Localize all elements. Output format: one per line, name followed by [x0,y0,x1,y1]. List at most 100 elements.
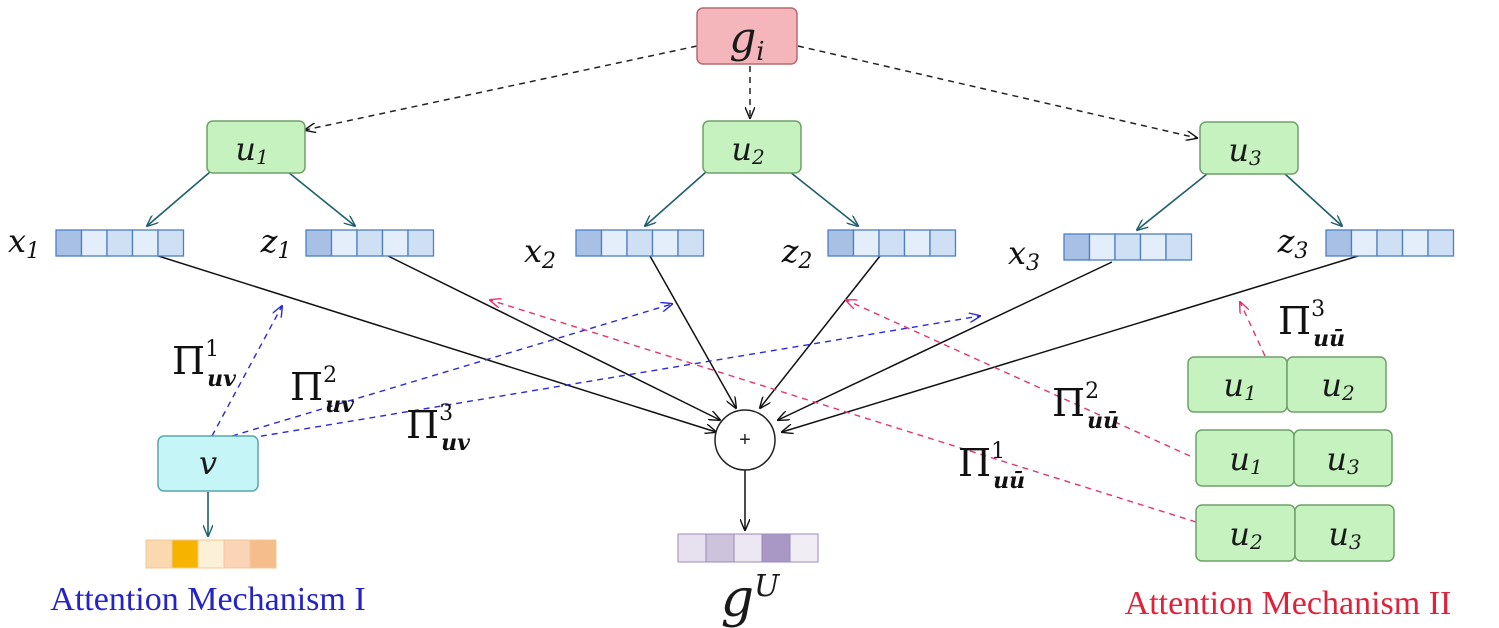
user-pair-2: u1 u3 [1195,429,1393,487]
embed-x1-sub: 1 [26,239,40,264]
caption-attention-2: Attention Mechanism II [1125,585,1452,622]
attn-bar-cell [145,539,173,569]
plus-symbol: + [739,429,751,451]
embed-z2: z2 [781,229,957,274]
embedding-cell [1401,229,1429,257]
user-node-2-sub: 2 [751,145,765,169]
embedding-cell [407,229,435,257]
pair-2-right-label: u [1326,440,1347,478]
embedding-cell [55,229,83,257]
attention-1-arrows [211,304,980,439]
embed-x2: x2 [524,229,705,274]
user-pair-1: u1 u2 [1187,356,1387,413]
user-node-1-label: u [235,130,256,168]
user-node-2: u2 [702,120,802,174]
attn-bar-cell [249,539,277,569]
embed-z3: z3 [1277,222,1455,264]
embedding-cell [677,229,705,257]
embed-x1-var: x [8,222,26,260]
arrow-x2-plus [649,255,736,408]
user-node-1-sub: 1 [256,145,269,169]
v-node: v [157,435,259,492]
svg-text:u1: u1 [1229,440,1262,479]
embed-x2-var: x [524,232,542,270]
pair-1-right-label: u [1321,366,1342,404]
embedding-cell [157,229,185,257]
embedding-cell [651,229,679,257]
attention-weight-vector [145,539,277,569]
embedding-cell [903,229,931,257]
svg-text:x2: x2 [524,232,556,274]
arrow-z3-plus [782,255,1359,432]
embed-x2-sub: 2 [541,249,556,274]
embedding-cell [330,229,358,257]
pair-3-right-label: u [1328,515,1349,553]
svg-text:u3: u3 [1326,440,1359,479]
group-node-label: g [729,13,756,62]
embed-x3: x3 [1008,233,1193,276]
svg-text:u1: u1 [1223,366,1256,405]
group-embedding-vector [677,533,819,563]
svg-text:z2: z2 [781,232,813,274]
embed-x3-sub: 3 [1026,251,1040,276]
user-node-3-sub: 3 [1249,146,1262,170]
arrow-v-x3 [249,316,980,439]
embedding-cell [1325,229,1353,257]
svg-text:u2: u2 [1321,366,1354,405]
embedding-cell [575,229,603,257]
embed-z3-var: z [1277,222,1296,260]
user-node-1: u1 [206,120,306,174]
embed-z2-var: z [781,232,800,270]
arrow-x3-plus [778,261,1113,420]
embedding-cell [356,229,384,257]
output-label: gU [721,569,781,628]
pair-1-left-label: u [1223,366,1244,404]
embedding-cell [1376,229,1404,257]
v-node-label: v [199,444,217,482]
embedding-cell [1063,233,1091,261]
embedding-cell [878,229,906,257]
svg-text:z3: z3 [1277,222,1309,264]
pair-2-left-sub: 1 [1250,455,1263,479]
attn-bar-cell [197,539,225,569]
svg-text:u1: u1 [235,130,268,169]
embedding-cell [381,229,409,257]
embedding-cell [1114,233,1142,261]
out-bar-cell [705,533,735,563]
arrow-u1u2-z3 [1240,302,1266,357]
arrow-gi-u3 [797,45,1197,138]
embed-z1: z1 [260,222,435,264]
out-bar-cell [733,533,763,563]
user-node-3: u3 [1199,121,1299,175]
out-bar-cell [789,533,819,563]
arrow-u3-z3 [1284,173,1342,226]
embed-z1-sub: 1 [277,239,291,264]
embedding-cell [827,229,855,257]
arrow-u2-x2 [645,171,707,226]
pair-3-left-sub: 2 [1249,530,1263,554]
aggregation-plus: + [714,409,776,471]
attn-bar-cell [223,539,251,569]
group-node-sub: i [756,37,764,67]
arrow-u1-x1 [147,171,211,226]
arrow-u1u3-z2 [846,300,1191,457]
output-label-sup: U [754,569,781,604]
svg-text:gi: gi [729,13,764,67]
svg-text:u2: u2 [731,130,764,169]
embedding-cell [1165,233,1193,261]
embed-z1-var: z [260,222,279,260]
out-bar-cell [677,533,707,563]
pair-2-right-sub: 3 [1347,455,1360,479]
pair-2-left-label: u [1229,440,1250,478]
pair-1-right-sub: 2 [1341,381,1355,405]
embedding-cell [1427,229,1455,257]
attention-2-arrows [490,300,1266,523]
embedding-cell [106,229,134,257]
attn-bar-cell [171,539,199,569]
arrow-z2-plus [760,255,881,408]
svg-text:u2: u2 [1229,515,1262,554]
embedding-cell [1139,233,1167,261]
